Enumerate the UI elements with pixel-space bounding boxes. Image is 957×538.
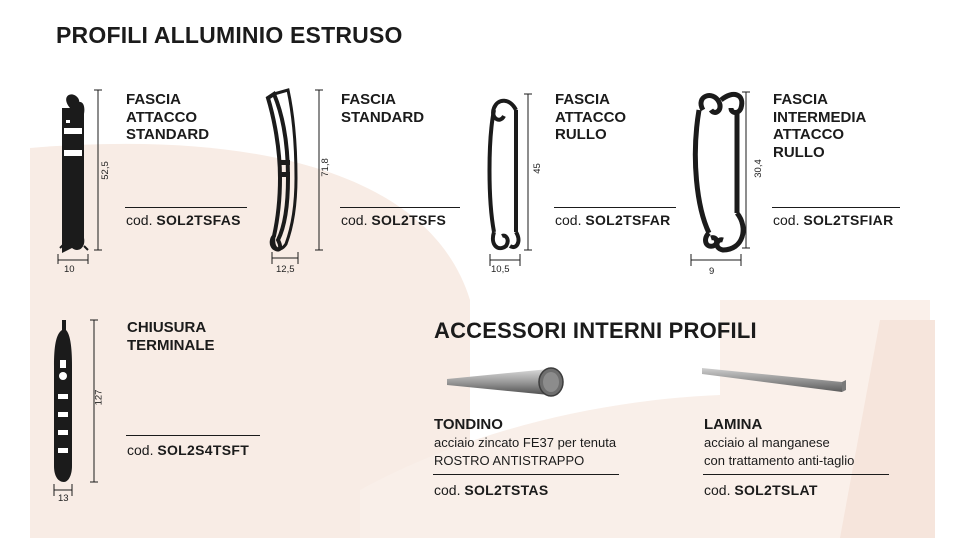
profile-drawing-icon — [265, 88, 323, 264]
code-value: SOL2TSFS — [371, 212, 447, 228]
code-prefix: cod. — [773, 212, 800, 228]
profile-drawing-icon — [487, 93, 532, 266]
width-dimension: 13 — [58, 493, 69, 504]
code-value: SOL2TSFAS — [156, 212, 241, 228]
profile-drawing-icon — [57, 89, 102, 264]
width-dimension: 9 — [709, 266, 715, 277]
accessory-description-line: con trattamento anti-taglio — [704, 453, 855, 468]
code-divider — [340, 207, 460, 208]
code-value: SOL2TSFAR — [585, 212, 671, 228]
product-code: cod. SOL2TSLAT — [704, 482, 818, 498]
width-dimension: 10 — [64, 264, 75, 275]
accessory-name: TONDINO — [434, 416, 503, 433]
height-dimension: 45 — [531, 163, 543, 174]
code-value: SOL2TSFIAR — [803, 212, 894, 228]
profile-name: CHIUSURA TERMINALE — [127, 319, 215, 354]
profile-name: FASCIA ATTACCO RULLO — [555, 91, 627, 143]
accessory-name: LAMINA — [704, 416, 763, 433]
height-dimension: 127 — [93, 389, 105, 406]
height-dimension: 71,8 — [319, 158, 331, 177]
profile-drawing-icon — [690, 91, 750, 266]
code-prefix: cod. — [555, 212, 582, 228]
accessory-description-line: ROSTRO ANTISTRAPPO — [434, 453, 585, 468]
round-rod-icon — [447, 367, 564, 397]
code-value: SOL2S4TSFT — [157, 442, 250, 458]
product-code: cod. SOL2S4TSFT — [127, 442, 249, 458]
code-divider — [703, 474, 889, 475]
code-prefix: cod. — [127, 442, 154, 458]
product-code: cod. SOL2TSFAS — [126, 212, 241, 228]
width-dimension: 10,5 — [491, 264, 510, 275]
code-prefix: cod. — [434, 482, 461, 498]
product-code: cod. SOL2TSTAS — [434, 482, 548, 498]
profile-name: FASCIA ATTACCO STANDARD — [126, 91, 210, 143]
flat-blade-icon — [702, 368, 846, 392]
accessory-description-line: acciaio al manganese — [704, 435, 830, 450]
product-code: cod. SOL2TSFAR — [555, 212, 671, 228]
code-prefix: cod. — [126, 212, 153, 228]
accessories-title: ACCESSORI INTERNI PROFILI — [434, 318, 757, 343]
height-dimension: 52,5 — [99, 161, 111, 180]
code-divider — [126, 435, 260, 436]
code-divider — [433, 474, 619, 475]
profile-drawing-icon — [53, 319, 98, 496]
code-value: SOL2TSLAT — [734, 482, 818, 498]
code-prefix: cod. — [341, 212, 368, 228]
width-dimension: 12,5 — [276, 264, 295, 275]
code-divider — [772, 207, 900, 208]
profile-name: FASCIA STANDARD — [341, 91, 425, 126]
code-prefix: cod. — [704, 482, 731, 498]
product-code: cod. SOL2TSFIAR — [773, 212, 893, 228]
product-code: cod. SOL2TSFS — [341, 212, 446, 228]
code-value: SOL2TSTAS — [464, 482, 549, 498]
profile-name: FASCIA INTERMEDIA ATTACCO RULLO — [773, 91, 867, 161]
section-title: PROFILI ALLUMINIO ESTRUSO — [56, 22, 403, 48]
code-divider — [125, 207, 247, 208]
accessory-description-line: acciaio zincato FE37 per tenuta — [434, 435, 617, 450]
height-dimension: 30,4 — [752, 159, 764, 178]
code-divider — [554, 207, 676, 208]
